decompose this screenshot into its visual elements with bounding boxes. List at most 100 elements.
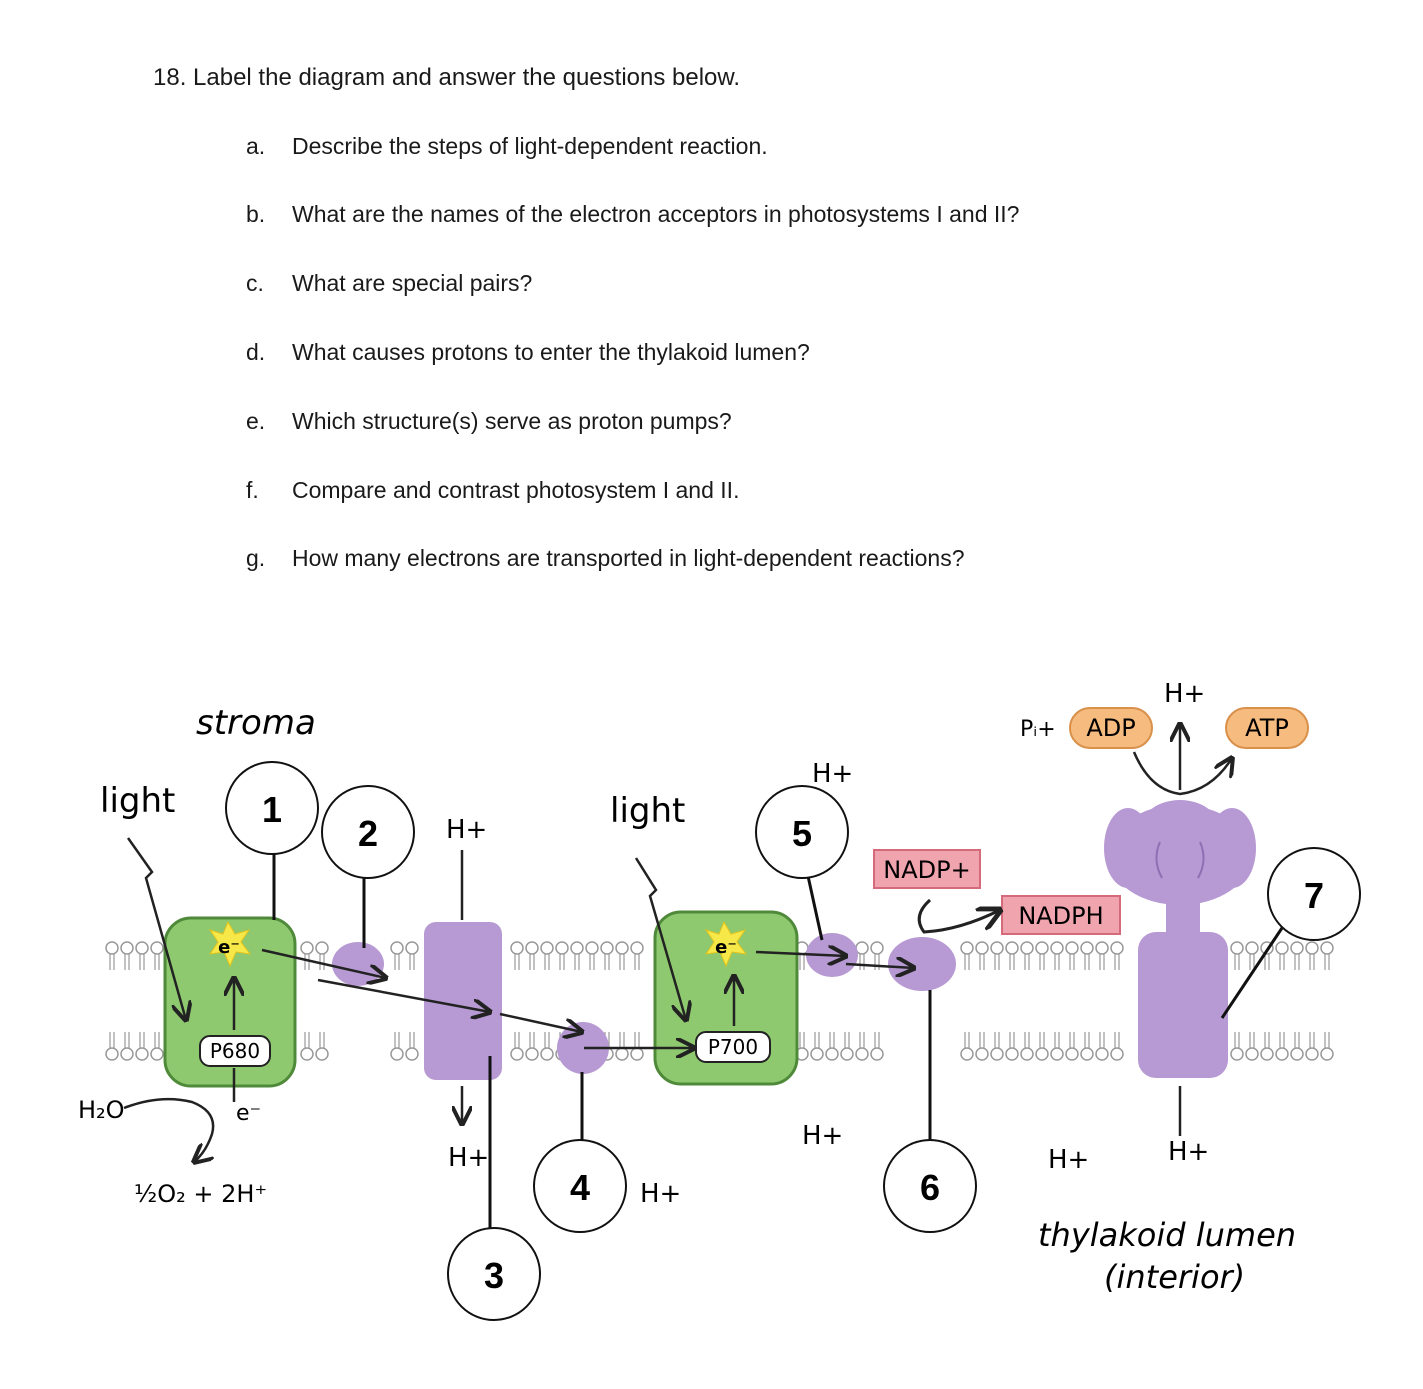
p700-box	[695, 1031, 771, 1063]
lipid-head	[135, 1031, 149, 1061]
lipid-head	[1095, 941, 1109, 971]
lipid-head	[555, 941, 569, 971]
cytochrome-complex	[424, 922, 502, 1080]
lipid-head	[570, 941, 584, 971]
lipid-head	[1245, 1031, 1259, 1061]
electron-label: e⁻	[715, 937, 737, 958]
electron-label: e⁻	[218, 937, 240, 958]
lumen-label: (interior)	[1104, 1258, 1245, 1296]
light-arrow-icon	[126, 837, 186, 1020]
lipid-head	[1020, 1031, 1034, 1061]
atp-label: ATP	[1245, 714, 1289, 742]
proton-label: H+	[1164, 679, 1205, 709]
star-icon	[704, 920, 748, 968]
label-number: 3	[484, 1255, 504, 1296]
lipid-head	[1290, 1031, 1304, 1061]
lipid-head	[1050, 941, 1064, 971]
label-number: 4	[570, 1167, 590, 1208]
proton-label: H+	[1168, 1137, 1209, 1167]
question-letter: e.	[246, 408, 266, 434]
question-text: Describe the steps of light-dependent re…	[292, 133, 768, 159]
lipid-head	[1230, 941, 1244, 971]
question-letter: c.	[246, 270, 264, 296]
electron-flow-arrow	[499, 1012, 582, 1032]
leader-line	[1220, 927, 1284, 1019]
electron-flow-arrow	[317, 978, 490, 1012]
lipid-head	[525, 941, 539, 971]
question-text: Compare and contrast photosystem I and I…	[292, 477, 740, 503]
nadph-box	[1001, 895, 1121, 935]
lipid-head	[585, 941, 599, 971]
lipid-head	[1065, 941, 1079, 971]
question-letter: b.	[246, 201, 266, 227]
lipid-head	[1305, 941, 1319, 971]
proton-label: H+	[1048, 1145, 1089, 1175]
lipid-head	[1080, 941, 1094, 971]
question-letter: a.	[246, 133, 266, 159]
lipid-head	[1110, 1031, 1124, 1061]
lipid-head	[1005, 941, 1019, 971]
lipid-head	[960, 941, 974, 971]
lipid-head	[1260, 1031, 1274, 1061]
label-number: 2	[358, 813, 378, 854]
atp-pill	[1225, 707, 1309, 749]
proton-label: H+	[802, 1121, 843, 1151]
question-letter: d.	[246, 339, 266, 365]
question-text: Which structure(s) serve as proton pumps…	[292, 408, 732, 434]
water-splitting-arrow	[123, 1097, 215, 1162]
label-number: 6	[920, 1167, 940, 1208]
proton-label: H+	[448, 1143, 489, 1173]
lipid-head	[300, 1031, 314, 1061]
label-circle-3	[447, 1227, 541, 1321]
light-label: light	[100, 781, 175, 821]
lipid-head	[1275, 941, 1289, 971]
lipid-head	[1095, 1031, 1109, 1061]
nadp-reductase	[888, 937, 956, 991]
lumen-label: thylakoid lumen	[1038, 1216, 1296, 1254]
nadph-label: NADPH	[1018, 902, 1103, 930]
lipid-head	[405, 941, 419, 971]
question-text: How many electrons are transported in li…	[292, 545, 965, 571]
lipid-head	[150, 1031, 164, 1061]
electron-flow-arrow	[845, 964, 914, 968]
electron-flow-arrow	[755, 952, 846, 956]
label-number: 7	[1304, 875, 1324, 916]
oxygen-label: ½O₂ + 2H⁺	[134, 1180, 267, 1208]
lipid-head	[630, 941, 644, 971]
lipid-head	[825, 1031, 839, 1061]
p680-box	[199, 1035, 271, 1067]
lipid-head	[960, 1031, 974, 1061]
label-circle-4	[533, 1139, 627, 1233]
lipid-head	[1230, 1031, 1244, 1061]
lipid-head	[525, 1031, 539, 1061]
nadp-reduction-arrow	[917, 898, 1000, 934]
question-letter: f.	[246, 477, 259, 503]
lipid-head	[810, 1031, 824, 1061]
atp-synthase-detail	[1155, 841, 1205, 879]
lipid-head	[1320, 1031, 1334, 1061]
lipid-head	[405, 1031, 419, 1061]
lipid-head	[315, 1031, 329, 1061]
lipid-head	[1005, 1031, 1019, 1061]
light-label: light	[610, 791, 685, 831]
nadp-box	[873, 849, 981, 889]
light-arrow-icon	[634, 857, 686, 1020]
lipid-head	[615, 941, 629, 971]
label-circle-2	[321, 785, 415, 879]
p700-label: P700	[708, 1035, 758, 1059]
question-letter: g.	[246, 545, 266, 571]
lipid-head	[1020, 941, 1034, 971]
lipid-head	[1110, 941, 1124, 971]
lipid-head	[990, 941, 1004, 971]
leader-line	[806, 875, 824, 941]
lipid-head	[105, 1031, 119, 1061]
lipid-head	[600, 941, 614, 971]
label-circle-6	[883, 1139, 977, 1233]
lipid-head	[120, 941, 134, 971]
adp-label: ADP	[1086, 714, 1135, 742]
photosynthesis-diagram: e⁻ e⁻ P680 P700 H₂O e⁻ ½O₂ + 2H⁺ stroma …	[78, 679, 1361, 1321]
question-text: What are special pairs?	[292, 270, 533, 296]
lipid-head	[1065, 1031, 1079, 1061]
lipid-head	[990, 1031, 1004, 1061]
label-number: 5	[792, 813, 812, 854]
